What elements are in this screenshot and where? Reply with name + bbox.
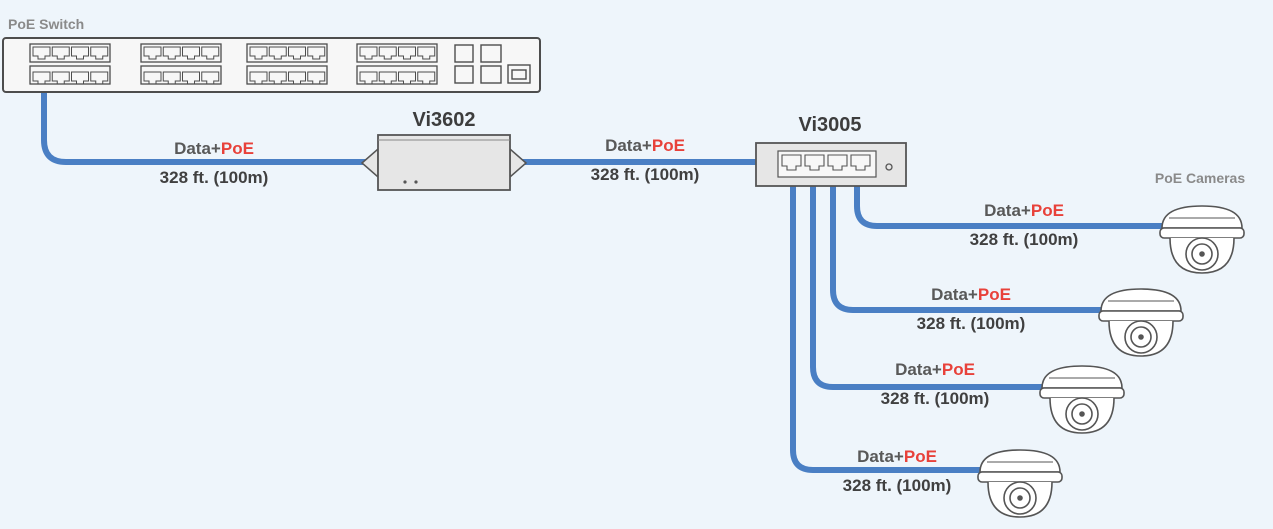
poe-text: PoE [904,447,937,466]
distance-label-hub-camera-3: 328 ft. (100m) [881,389,990,408]
distance-label-extender-hub: 328 ft. (100m) [591,165,700,184]
switch-port-group-2 [140,43,222,85]
switch-port-group-3 [246,43,328,85]
extender-icon [360,134,528,191]
link-label-hub-camera-2: Data+PoE [931,285,1011,304]
poe-text: PoE [1031,201,1064,220]
poe-text: PoE [978,285,1011,304]
data-text: Data+ [984,201,1031,220]
data-text: Data+ [895,360,942,379]
hub-label: Vi3005 [798,114,861,136]
extender-label: Vi3602 [412,109,475,131]
cable-switch-to-extender [41,77,381,165]
switch-port-group-1 [29,43,111,85]
dome-camera-icon [1039,365,1125,434]
data-text: Data+ [857,447,904,466]
cables [41,77,1171,473]
distance-label-hub-camera-1: 328 ft. (100m) [970,230,1079,249]
poe-switch-icon [2,37,541,93]
hub: Vi3005 [755,114,907,187]
switch-title: PoE Switch [8,16,84,32]
link-label-hub-camera-1: Data+PoE [984,201,1064,220]
cable-hub-to-camera-4 [790,167,988,473]
data-text: Data+ [931,285,978,304]
poe-text: PoE [221,139,254,158]
distance-label-hub-camera-4: 328 ft. (100m) [843,476,952,495]
link-label-switch-extender: Data+PoE [174,139,254,158]
dome-camera-icon [1159,205,1245,274]
switch-uplink-ports [454,44,531,84]
cable-hub-to-camera-3 [810,167,1048,390]
extender: Vi3602 [360,109,528,191]
data-text: Data+ [174,139,221,158]
link-label-hub-camera-4: Data+PoE [857,447,937,466]
cameras [977,205,1245,518]
switch-port-groups [29,43,438,85]
poe-switch: PoE Switch [2,16,541,93]
poe-text: PoE [942,360,975,379]
link-label-extender-hub: Data+PoE [605,136,685,155]
poe-text: PoE [652,136,685,155]
link-label-hub-camera-3: Data+PoE [895,360,975,379]
dome-camera-icon [977,449,1063,518]
cable-hub-to-camera-1 [854,167,1171,229]
distance-label-switch-extender: 328 ft. (100m) [160,168,269,187]
hub-icon [755,142,907,187]
switch-port-group-4 [356,43,438,85]
distance-label-hub-camera-2: 328 ft. (100m) [917,314,1026,333]
dome-camera-icon [1098,288,1184,357]
cameras-title: PoE Cameras [1155,170,1245,186]
data-text: Data+ [605,136,652,155]
cable-hub-to-camera-2 [830,167,1108,313]
